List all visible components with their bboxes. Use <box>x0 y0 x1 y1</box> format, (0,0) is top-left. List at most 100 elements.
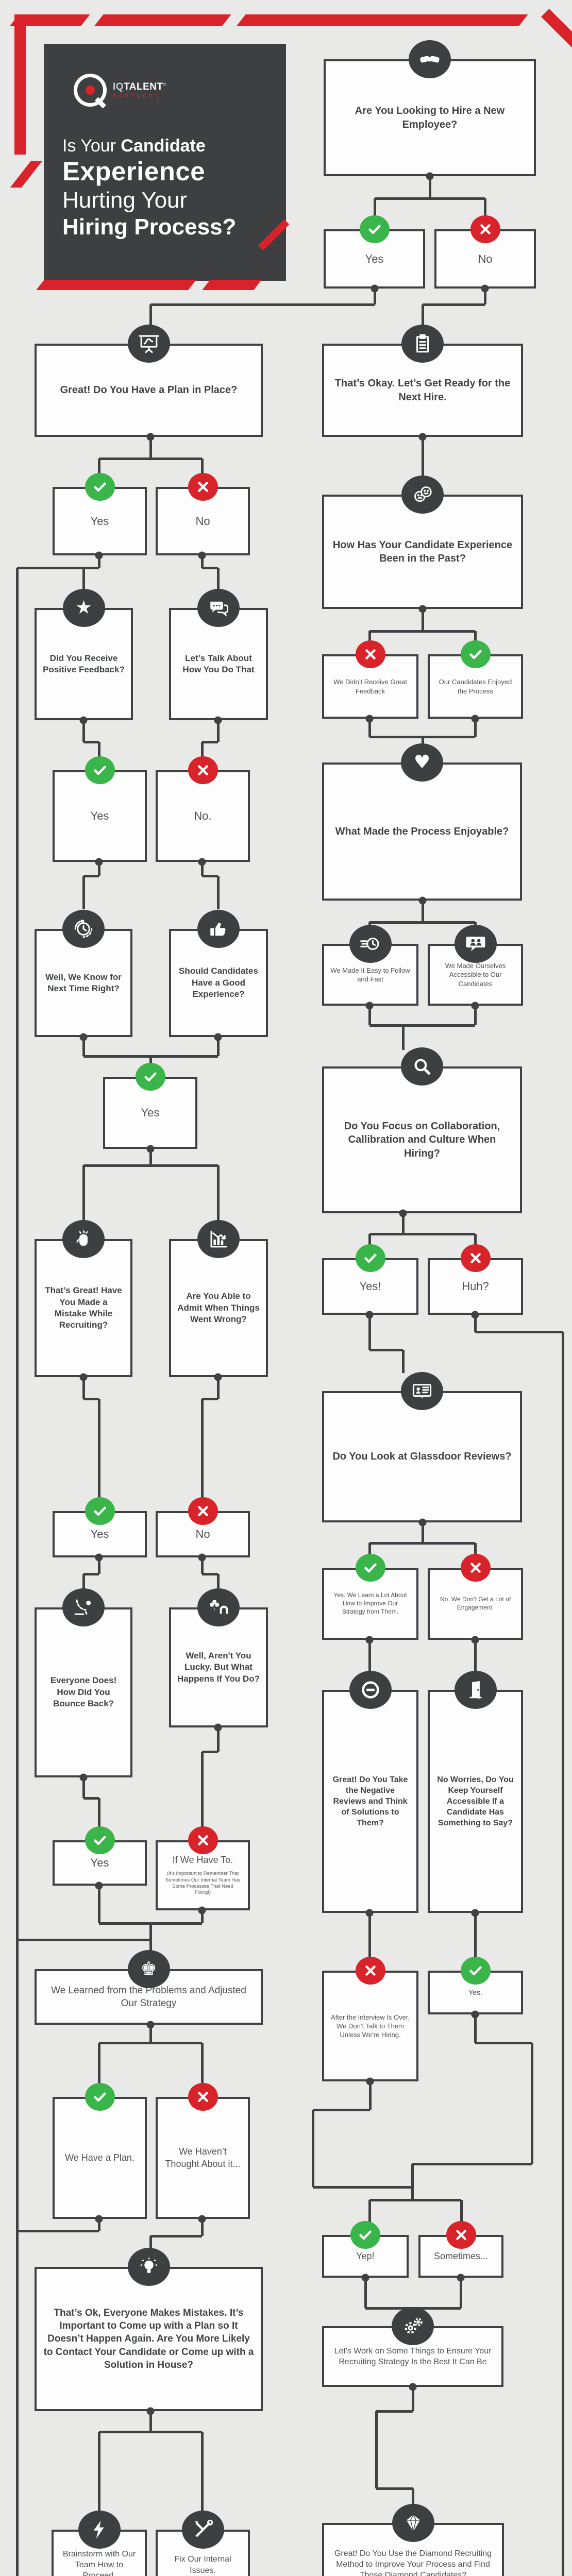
connector-line <box>200 742 204 770</box>
connector-dot <box>214 716 222 724</box>
connector-line <box>369 1232 475 1235</box>
node-label: Great! Do You Have a Plan in Place? <box>60 384 238 396</box>
connector-line <box>149 1923 152 1969</box>
connector-line <box>401 1350 405 1373</box>
connector-dot <box>95 2215 103 2223</box>
connector-line <box>428 176 431 198</box>
node-label: Fix Our Internal Issues. <box>174 2555 231 2575</box>
connector-line <box>97 2043 100 2083</box>
connector-line <box>216 720 220 742</box>
connector-line <box>411 2387 414 2411</box>
connector-dot <box>399 1209 407 1217</box>
connector-line <box>401 1025 405 1050</box>
x-icon <box>460 1554 491 1582</box>
connector-line <box>200 1752 204 1827</box>
connector-dot <box>481 284 489 293</box>
node-label: Yes <box>90 809 109 823</box>
connector-dot <box>79 1773 88 1782</box>
connector-dot <box>146 2021 155 2029</box>
flow-node-b16: Let's Work on Some Things to Ensure Your… <box>322 2326 503 2387</box>
connector-dot <box>214 1723 222 1732</box>
connector-dot <box>365 1002 374 1010</box>
node-label: If We Have To. <box>172 1855 233 1866</box>
node-label: Well, We Know for Next Time Right? <box>45 972 122 993</box>
connector-line <box>475 2041 532 2044</box>
check-icon <box>85 1497 115 1525</box>
minus-icon <box>349 1671 392 1709</box>
connector-line <box>364 2278 367 2308</box>
check-icon <box>85 473 115 501</box>
node-label: Let’s Talk About How You Do That <box>182 653 255 674</box>
connector-line <box>97 555 100 568</box>
connector-line <box>99 2041 202 2044</box>
connector-dot <box>471 1636 479 1644</box>
connector-line <box>368 1913 371 1971</box>
connector-line <box>474 1006 477 1025</box>
node-label: We Have a Plan. <box>65 2152 134 2163</box>
node-label: We Made It Easy to Follow and Fast <box>330 966 410 983</box>
connector-dot <box>198 551 206 560</box>
connector-line <box>97 2219 100 2231</box>
x-icon <box>188 1497 218 1525</box>
connector-line <box>375 197 485 200</box>
connector-line <box>82 1165 85 1225</box>
node-label: Do You Focus on Collaboration, Callibrat… <box>344 1120 500 1159</box>
flow-node-b6: What Made the Process Enjoyable? <box>322 762 522 901</box>
node-label: Huh? <box>462 1280 489 1293</box>
node-label: Sometimes... <box>433 2250 489 2261</box>
connector-line <box>202 566 218 569</box>
connector-line <box>459 2278 462 2308</box>
connector-dot <box>95 858 103 866</box>
red-frame-top-2 <box>94 14 231 26</box>
node-label: We Didn’t Receive Great Feedback <box>333 678 407 695</box>
review-icon <box>401 1372 443 1410</box>
node-label: We Made Ourselves Accessible to Our Cand… <box>445 962 506 988</box>
flow-node-a10: Are You Able to Admit When Things Went W… <box>169 1239 268 1377</box>
node-subtext: (It’s Important to Remember That Sometim… <box>165 1871 241 1896</box>
iqtalent-logo: IQTALENT® PARTNERS <box>74 74 166 109</box>
x-icon <box>460 1244 491 1272</box>
connector-dot <box>214 1033 222 1041</box>
node-label: Yes <box>90 514 109 528</box>
node-label: Yes. We Learn a Lot About How to Improve… <box>333 1591 407 1615</box>
node-label: What Made the Process Enjoyable? <box>335 825 509 837</box>
lightning-icon <box>78 2511 121 2549</box>
connector-dot <box>79 1033 88 1041</box>
connector-line <box>365 2307 413 2310</box>
check-icon <box>350 2221 380 2249</box>
flow-node-a16y: We Have a Plan. <box>53 2097 147 2219</box>
connector-line <box>83 1164 218 1167</box>
connector-line <box>200 1557 204 1574</box>
connector-line <box>149 1149 152 1165</box>
connector-line <box>97 862 100 876</box>
connector-line <box>369 1541 475 1545</box>
connector-line <box>150 303 375 306</box>
x-icon <box>446 2221 476 2249</box>
star-icon: ★ <box>62 589 105 627</box>
connector-dot <box>198 858 206 866</box>
x-icon <box>188 1826 218 1854</box>
connector-line <box>17 1938 150 1941</box>
flow-node-b5n: We Didn’t Receive Great Feedback <box>322 654 418 719</box>
node-label: How Has Your Candidate Experience Been i… <box>332 539 513 564</box>
node-label: Everyone Does! How Did You Bounce Back? <box>50 1675 117 1709</box>
heart-icon: ♥ <box>401 743 443 782</box>
connector-line <box>401 1213 405 1234</box>
connector-line <box>375 2411 378 2488</box>
connector-dot <box>426 172 434 180</box>
connector-line <box>311 2110 314 2187</box>
node-label: Do You Look at Glassdoor Reviews? <box>332 1451 512 1463</box>
chat-icon <box>197 589 240 627</box>
connector-line <box>412 2162 532 2165</box>
clock-icon <box>62 910 105 948</box>
flow-node-b14x: After the Interview Is Over, We Don’t Ta… <box>322 1971 418 2081</box>
connector-line <box>149 1056 152 1064</box>
connector-line <box>202 1397 218 1400</box>
connector-line <box>82 720 85 742</box>
connector-dot <box>198 2215 206 2223</box>
connector-line <box>149 304 152 327</box>
node-label: No Worries, Do You Keep Yourself Accessi… <box>437 1775 514 1828</box>
node-label: Are You Able to Admit When Things Went W… <box>177 1291 260 1325</box>
connector-line <box>97 1798 100 1827</box>
connector-line <box>202 1750 218 1753</box>
